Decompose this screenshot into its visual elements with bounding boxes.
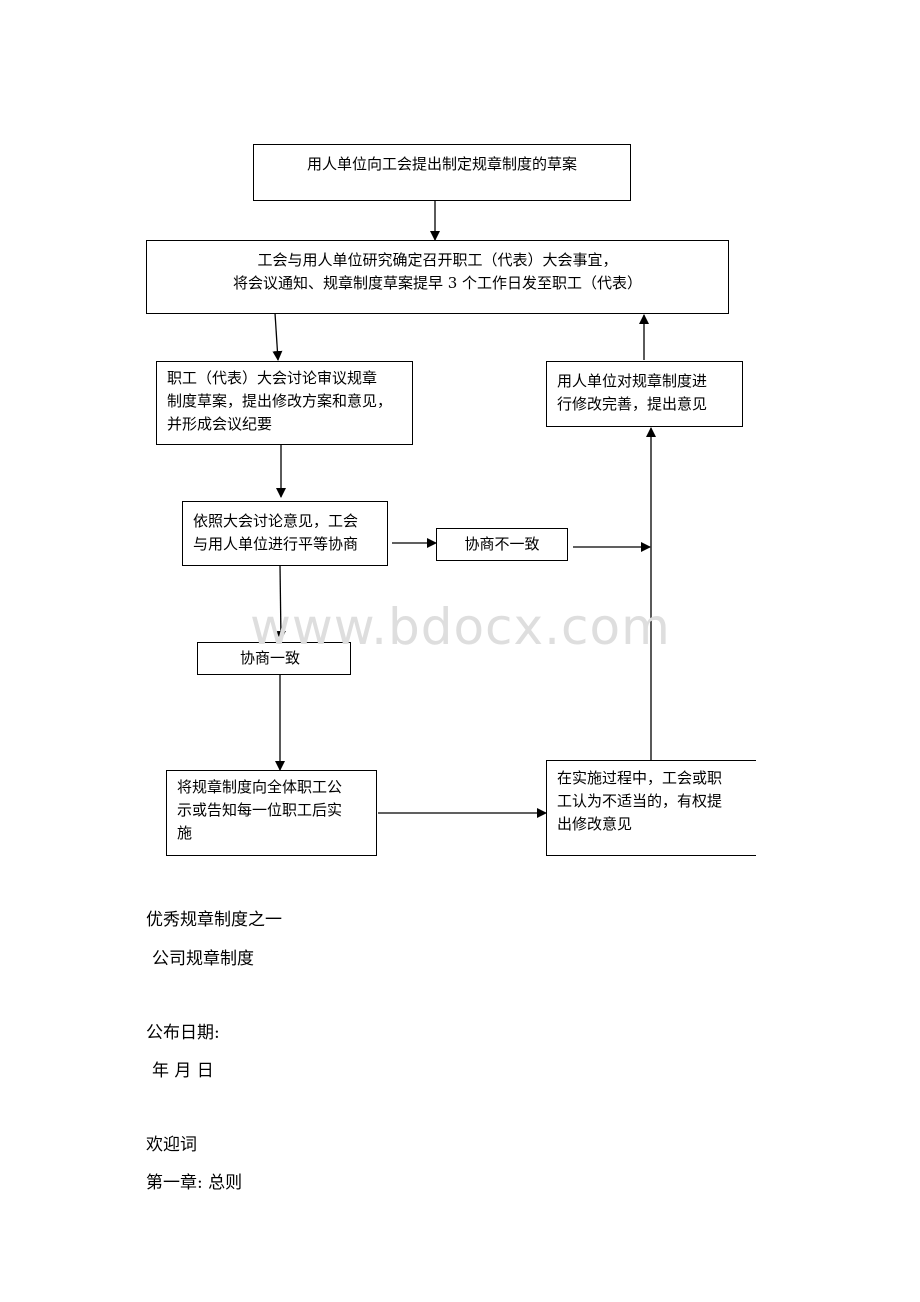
flow-branch-agree: 协商一致 bbox=[197, 642, 351, 675]
doc-subtitle: 公司规章制度 bbox=[152, 949, 254, 969]
flow-step-draft: 用人单位向工会提出制定规章制度的草案 bbox=[253, 144, 631, 201]
flow-step-publish: 将规章制度向全体职工公 示或告知每一位职工后实 施 bbox=[166, 770, 377, 856]
watermark: www.bdocx.com bbox=[250, 598, 671, 656]
chapter-one-heading: 第一章: 总则 bbox=[146, 1173, 243, 1193]
flow-step-revise: 用人单位对规章制度进 行修改完善，提出意见 bbox=[546, 361, 743, 427]
flow-branch-disagree: 协商不一致 bbox=[436, 528, 568, 561]
arrow-step4-to-agree bbox=[275, 564, 286, 641]
flow-step-prepare-meeting: 工会与用人单位研究确定召开职工（代表）大会事宜， 将会议通知、规章制度草案提早 … bbox=[146, 240, 729, 314]
flow-step-negotiate: 依照大会讨论意见，工会 与用人单位进行平等协商 bbox=[182, 501, 388, 566]
publish-date-value: 年 月 日 bbox=[152, 1061, 214, 1081]
flow-step-objection: 在实施过程中，工会或职 工认为不适当的，有权提 出修改意见 bbox=[546, 760, 756, 856]
arrow-step2-to-step3 bbox=[272, 312, 283, 361]
flow-step-review: 职工（代表）大会讨论审议规章 制度草案，提出修改方案和意见， 并形成会议纪要 bbox=[156, 361, 413, 445]
publish-date-label: 公布日期: bbox=[146, 1023, 220, 1043]
welcome-heading: 欢迎词 bbox=[146, 1135, 197, 1155]
doc-heading: 优秀规章制度之一 bbox=[146, 910, 282, 930]
